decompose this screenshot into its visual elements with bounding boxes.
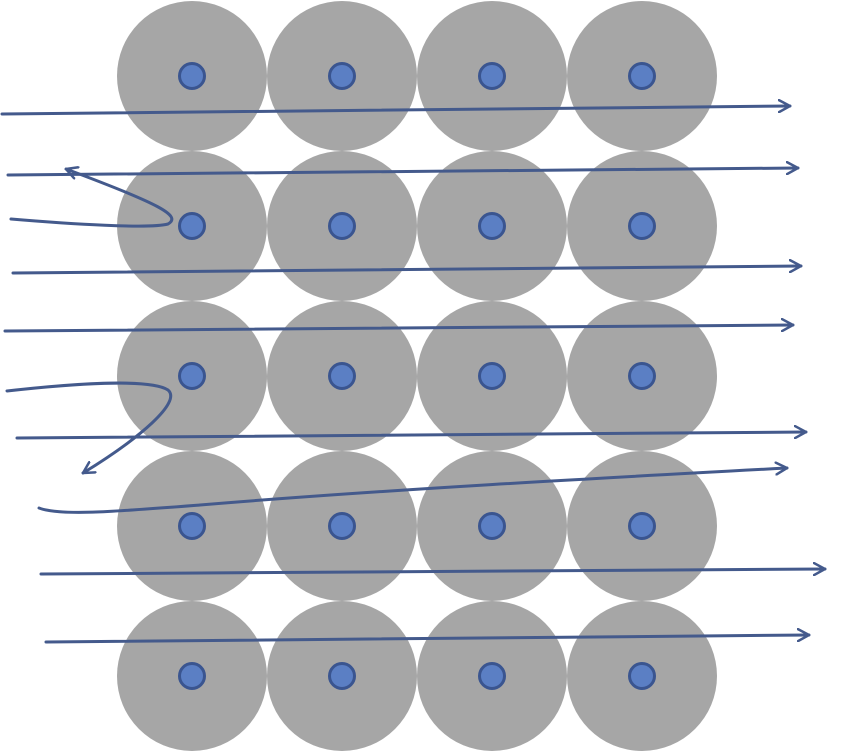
nucleus [328,512,356,540]
nucleus [478,662,506,690]
nucleus [328,662,356,690]
nucleus [178,512,206,540]
nucleus [328,62,356,90]
trajectory-straight [15,432,808,440]
nucleus [628,512,656,540]
nucleus [628,362,656,390]
nucleus [178,362,206,390]
trajectory-large-deflection [5,381,173,475]
trajectory-straight [0,106,792,116]
trajectory-small-deflection [37,468,789,514]
nucleus [628,212,656,240]
trajectory-straight [3,325,795,333]
nucleus [478,212,506,240]
nucleus [628,62,656,90]
trajectory-straight [11,266,803,275]
nucleus [178,212,206,240]
nucleus [478,62,506,90]
trajectory-paths [0,106,827,644]
trajectory-straight [39,569,827,574]
trajectory-backscatter [9,169,174,228]
trajectory-straight [44,635,811,644]
nucleus [178,62,206,90]
trajectory-straight [6,168,800,177]
nucleus [478,362,506,390]
nucleus [478,512,506,540]
nucleus [328,212,356,240]
nucleus [628,662,656,690]
nucleus [178,662,206,690]
nucleus [328,362,356,390]
